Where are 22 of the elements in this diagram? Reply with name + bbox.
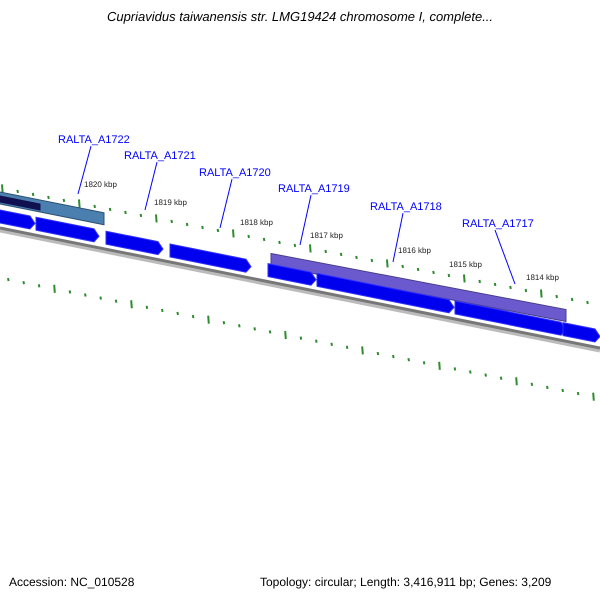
leader-line: [78, 146, 92, 194]
gene-label: RALTA_A1721: [124, 150, 196, 162]
position-label: 1816 kbp: [398, 247, 431, 256]
title: Cupriavidus taiwanensis str. LMG19424 chromosome I, complete...: [106, 10, 494, 24]
footer-text: Accession: NC_010528: [9, 576, 134, 590]
position-label: 1818 kbp: [240, 219, 273, 228]
leader-line: [144, 162, 158, 210]
leader-line: [494, 230, 516, 284]
gene-label: RALTA_A1718: [370, 201, 442, 214]
gene-label: RALTA_A1722: [58, 134, 130, 146]
position-label: 1815 kbp: [449, 261, 482, 270]
leader-line: [220, 178, 232, 228]
position-label: 1819 kbp: [154, 199, 187, 208]
gene-label: RALTA_A1720: [199, 167, 271, 180]
leader-line: [300, 194, 312, 246]
gene-label: RALTA_A1717: [462, 218, 534, 230]
footer-text: Topology: circular; Length: 3,416,911 bp; Genes: 3,209: [260, 576, 552, 590]
position-label: 1814 kbp: [526, 274, 559, 283]
position-label: 1820 kbp: [84, 181, 117, 190]
leader-line: [392, 212, 404, 262]
position-label: 1817 kbp: [310, 232, 343, 241]
gene-label: RALTA_A1719: [278, 183, 350, 196]
